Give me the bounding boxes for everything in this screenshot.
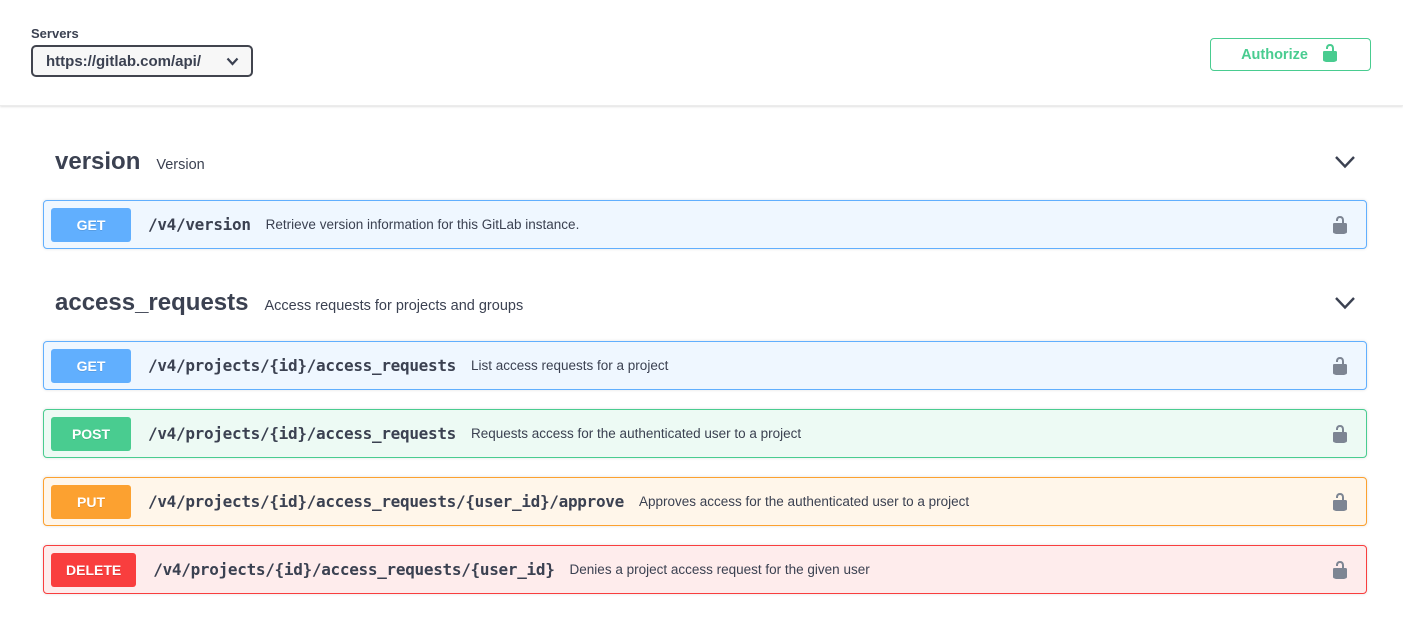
scheme-container: Servers https://gitlab.com/api/ Authoriz… (0, 0, 1403, 106)
section-description: Access requests for projects and groups (264, 298, 524, 314)
section-header-access-requests[interactable]: access_requests Access requests for proj… (43, 289, 1367, 317)
method-badge: POST (51, 416, 131, 451)
tag-section-access-requests: access_requests Access requests for proj… (43, 289, 1367, 594)
operation-row[interactable]: GET /v4/projects/{id}/access_requests Li… (43, 341, 1367, 390)
section-header-version[interactable]: version Version (43, 148, 1367, 176)
chevron-down-icon (1333, 297, 1357, 315)
tag-section-version: version Version GET /v4/version Retrieve… (43, 148, 1367, 249)
operation-path: /v4/projects/{id}/access_requests/{user_… (153, 560, 555, 579)
unlocked-padlock-icon (1330, 215, 1350, 238)
auth-lock-button[interactable] (1328, 560, 1352, 580)
operation-summary: Denies a project access request for the … (569, 562, 870, 577)
section-title: access_requests (55, 289, 249, 316)
authorize-button-label: Authorize (1241, 46, 1308, 63)
operation-summary: List access requests for a project (470, 358, 669, 373)
auth-lock-button[interactable] (1328, 492, 1352, 512)
servers-select[interactable]: https://gitlab.com/api/ (31, 45, 253, 77)
chevron-down-icon (1333, 156, 1357, 174)
method-badge: GET (51, 207, 131, 242)
auth-lock-button[interactable] (1328, 356, 1352, 376)
servers-selected-value: https://gitlab.com/api/ (46, 52, 202, 70)
auth-lock-button[interactable] (1328, 424, 1352, 444)
method-badge: GET (51, 348, 131, 383)
operation-path: /v4/projects/{id}/access_requests (148, 424, 456, 443)
auth-lock-button[interactable] (1328, 215, 1352, 235)
method-badge: PUT (51, 484, 131, 519)
operation-row[interactable]: POST /v4/projects/{id}/access_requests R… (43, 409, 1367, 458)
collapse-section-button[interactable] (1333, 294, 1357, 312)
operation-summary: Retrieve version information for this Gi… (265, 217, 580, 232)
unlocked-padlock-icon (1320, 43, 1340, 67)
operation-summary: Approves access for the authenticated us… (638, 494, 970, 509)
api-operations-list: version Version GET /v4/version Retrieve… (0, 106, 1403, 604)
unlocked-padlock-icon (1330, 560, 1350, 583)
operation-path: /v4/projects/{id}/access_requests (148, 356, 456, 375)
operation-path: /v4/version (148, 215, 251, 234)
section-description: Version (156, 157, 205, 173)
operation-summary: Requests access for the authenticated us… (470, 426, 802, 441)
operation-row[interactable]: DELETE /v4/projects/{id}/access_requests… (43, 545, 1367, 594)
method-badge: DELETE (51, 552, 137, 587)
unlocked-padlock-icon (1330, 424, 1350, 447)
chevron-down-icon (226, 53, 239, 70)
unlocked-padlock-icon (1330, 356, 1350, 379)
operation-row[interactable]: GET /v4/version Retrieve version informa… (43, 200, 1367, 249)
authorize-button[interactable]: Authorize (1210, 38, 1371, 71)
unlocked-padlock-icon (1330, 492, 1350, 515)
collapse-section-button[interactable] (1333, 153, 1357, 171)
operation-path: /v4/projects/{id}/access_requests/{user_… (148, 492, 624, 511)
operation-row[interactable]: PUT /v4/projects/{id}/access_requests/{u… (43, 477, 1367, 526)
servers-block: Servers https://gitlab.com/api/ (28, 26, 253, 77)
servers-label: Servers (31, 26, 79, 41)
section-title: version (55, 148, 141, 175)
